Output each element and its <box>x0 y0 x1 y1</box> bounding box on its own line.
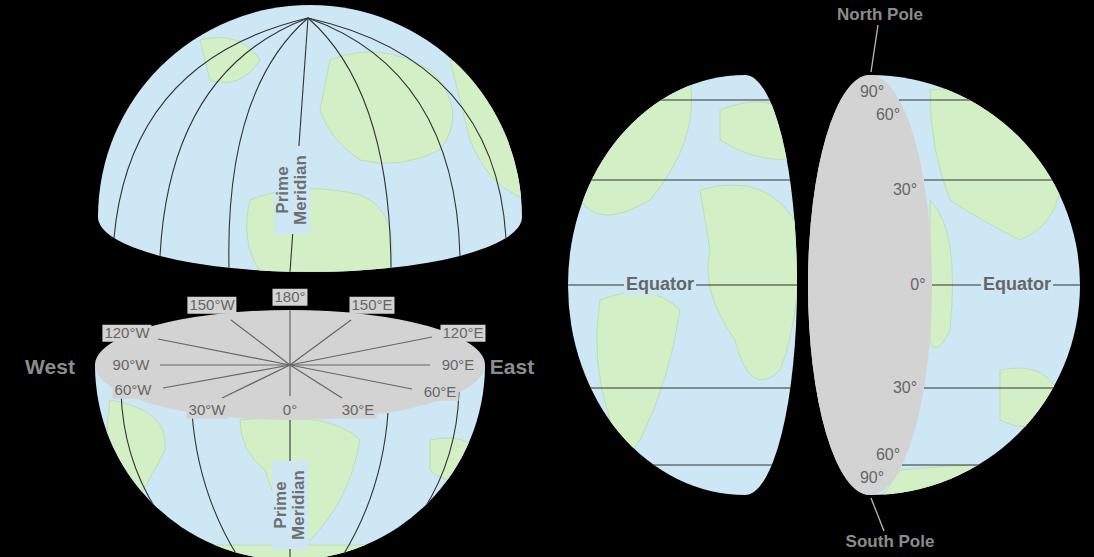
pole-label: South Pole <box>844 533 937 552</box>
latitude-label: 60° <box>874 106 902 124</box>
latitude-label: 30° <box>891 379 919 397</box>
longitude-label: 60°E <box>422 384 459 401</box>
direction-label: West <box>23 355 77 378</box>
longitude-label: 180° <box>272 289 307 306</box>
longitude-label: 120°W <box>102 325 151 342</box>
latitude-lines <box>560 100 800 465</box>
latitude-label: 60° <box>874 446 902 464</box>
meridian-label: Prime Meridian <box>274 146 310 234</box>
meridian-label: Prime Meridian <box>272 461 308 549</box>
longitude-label: 150°E <box>349 297 394 314</box>
latitude-label: 90° <box>858 83 886 101</box>
longitude-label: 120°E <box>440 325 485 342</box>
latitude-label: 90° <box>858 469 886 487</box>
longitude-label: 30°W <box>187 402 228 419</box>
longitude-label: 90°E <box>440 357 477 374</box>
longitude-spokes <box>158 310 432 398</box>
longitude-label: 30°E <box>340 402 377 419</box>
meridian-plane <box>808 75 932 495</box>
longitude-label: 0° <box>281 402 299 419</box>
direction-label: East <box>488 355 536 378</box>
land <box>95 400 485 557</box>
longitude-label: 150°W <box>187 297 236 314</box>
latitude-label: 0° <box>908 276 927 294</box>
meridian-lines <box>121 392 459 557</box>
longitude-label: 90°W <box>111 357 152 374</box>
longitude-label: 60°W <box>113 382 154 399</box>
latitude-lines <box>899 100 1090 465</box>
latitude-label: 30° <box>891 181 919 199</box>
land <box>580 80 800 451</box>
upper-hemisphere <box>98 5 522 272</box>
meridian-lines <box>114 18 506 272</box>
equator-label: Equator <box>981 275 1053 295</box>
land <box>200 38 530 273</box>
pole-label: North Pole <box>835 6 925 25</box>
equator-plane <box>95 310 485 420</box>
equator-label: Equator <box>624 275 696 295</box>
